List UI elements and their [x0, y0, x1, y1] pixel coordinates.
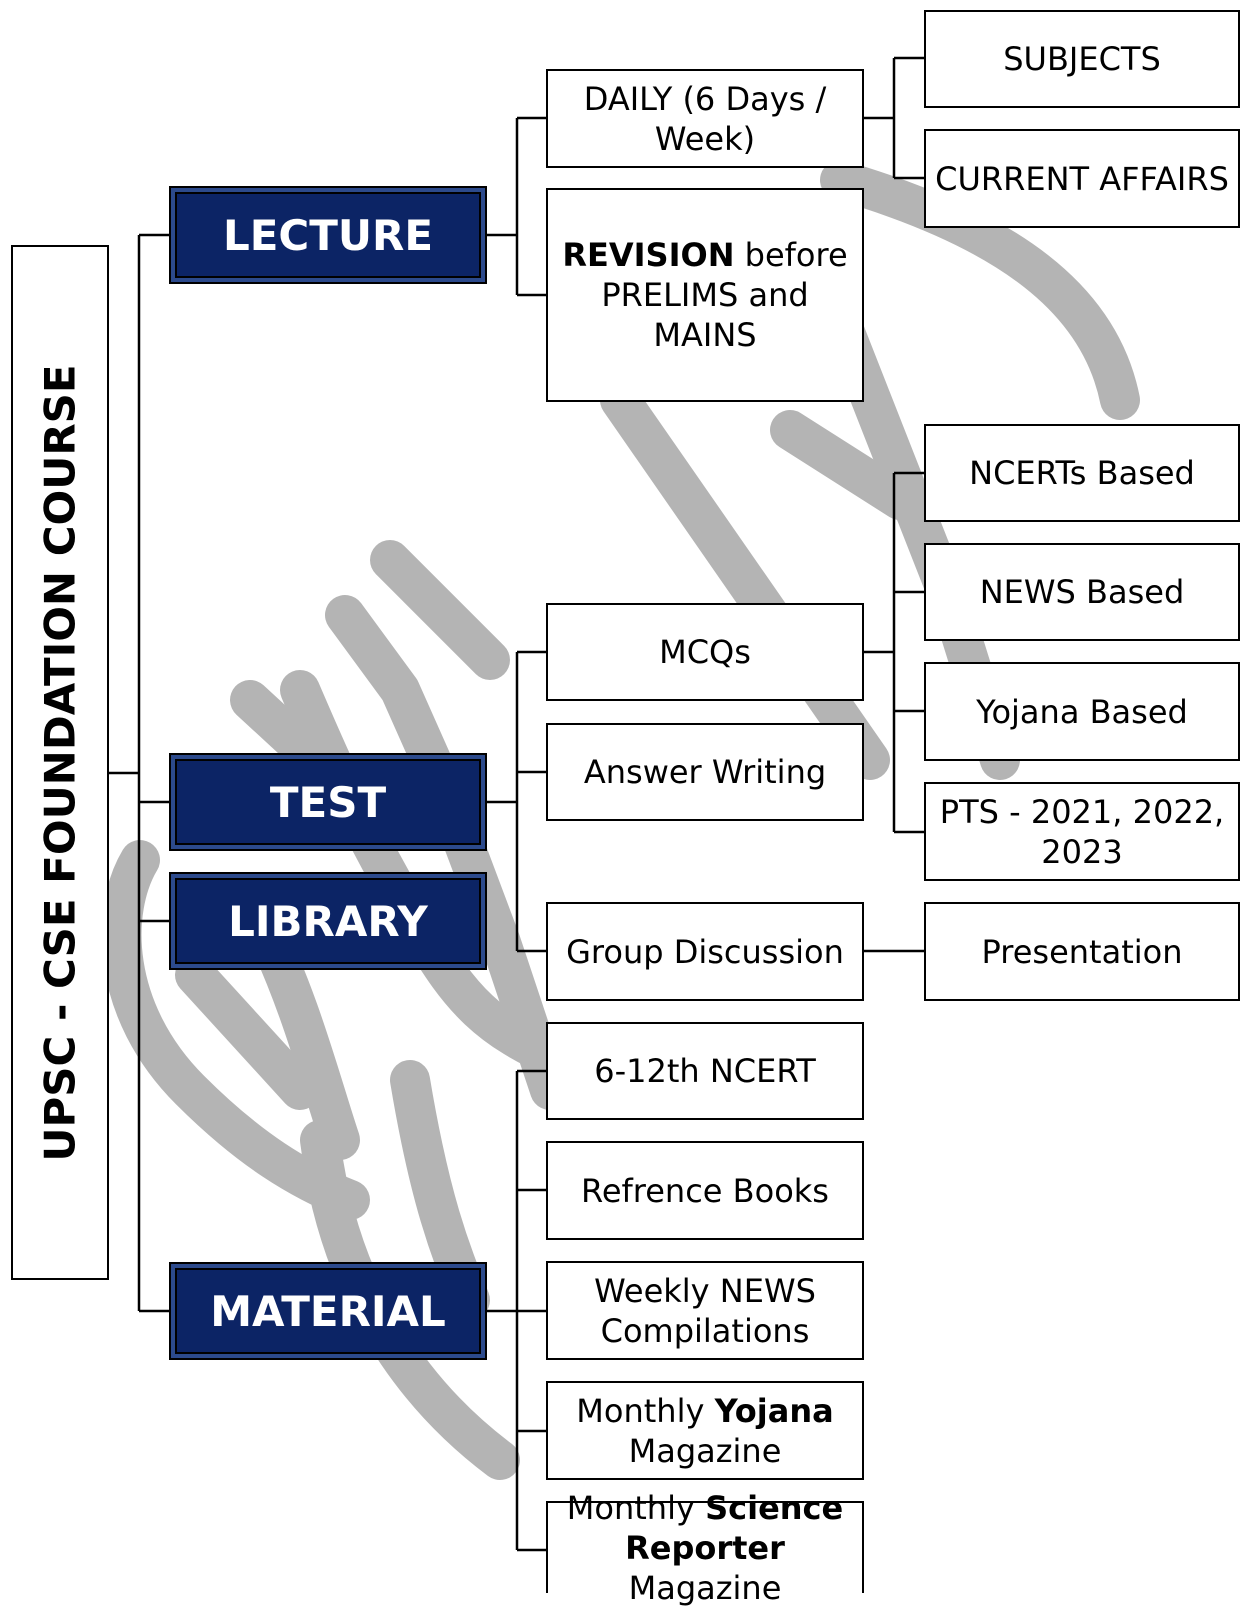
node-pts-label: PTS - 2021, 2022, 2023 — [939, 792, 1225, 871]
node-current-affairs-label: CURRENT AFFAIRS — [935, 159, 1229, 198]
node-yojana-magazine: Monthly Yojana Magazine — [546, 1381, 864, 1480]
node-weekly-news: Weekly NEWS Compilations — [546, 1261, 864, 1360]
node-yojana-based: Yojana Based — [924, 662, 1240, 761]
category-lecture: LECTURE — [169, 186, 487, 284]
node-yojana-based-label: Yojana Based — [976, 692, 1188, 731]
node-reference-books-label: Refrence Books — [581, 1171, 829, 1210]
node-weekly-news-label: Weekly NEWS Compilations — [594, 1271, 816, 1350]
node-answer-writing-label: Answer Writing — [583, 753, 827, 791]
node-ncerts-based: NCERTs Based — [924, 424, 1240, 522]
science-post: Magazine — [628, 1569, 782, 1607]
node-reference-books: Refrence Books — [546, 1141, 864, 1240]
category-test: TEST — [169, 753, 487, 851]
node-news-based: NEWS Based — [924, 543, 1240, 641]
node-news-based-label: NEWS Based — [979, 573, 1185, 611]
node-mcqs-label: MCQs — [659, 633, 751, 671]
yojana-post: Magazine — [628, 1431, 782, 1470]
node-answer-writing: Answer Writing — [546, 723, 864, 821]
science-pre: Monthly — [566, 1489, 706, 1527]
node-current-affairs: CURRENT AFFAIRS — [924, 129, 1240, 228]
node-science-reporter-label: Monthly Science Reporter Magazine — [548, 1488, 862, 1608]
node-presentation-label: Presentation — [981, 932, 1183, 971]
category-library: LIBRARY — [169, 872, 487, 970]
node-presentation: Presentation — [924, 902, 1240, 1001]
node-ncert: 6-12th NCERT — [546, 1022, 864, 1120]
revision-bold: REVISION — [562, 236, 735, 274]
node-subjects: SUBJECTS — [924, 10, 1240, 108]
node-pts: PTS - 2021, 2022, 2023 — [924, 782, 1240, 881]
yojana-pre: Monthly — [576, 1391, 715, 1430]
node-ncerts-based-label: NCERTs Based — [969, 454, 1195, 492]
science-bold: Science Reporter — [625, 1489, 844, 1567]
node-mcqs: MCQs — [546, 603, 864, 701]
node-daily: DAILY (6 Days / Week) — [546, 69, 864, 168]
node-ncert-label: 6-12th NCERT — [594, 1052, 816, 1090]
yojana-bold: Yojana — [714, 1391, 834, 1430]
revision-rest: before PRELIMS and MAINS — [601, 236, 848, 354]
node-yojana-magazine-label: Monthly Yojana Magazine — [548, 1391, 862, 1471]
node-group-discussion: Group Discussion — [546, 902, 864, 1001]
node-subjects-label: SUBJECTS — [1003, 40, 1161, 78]
node-revision: REVISION before PRELIMS and MAINS — [546, 188, 864, 402]
category-material: MATERIAL — [169, 1262, 487, 1360]
node-science-reporter: Monthly Science Reporter Magazine — [546, 1489, 864, 1607]
node-daily-label: DAILY (6 Days / Week) — [583, 79, 827, 158]
node-revision-label: REVISION before PRELIMS and MAINS — [548, 235, 862, 355]
root-label: UPSC - CSE FOUNDATION COURSE — [35, 363, 85, 1162]
root-node: UPSC - CSE FOUNDATION COURSE — [11, 245, 109, 1280]
node-group-discussion-label: Group Discussion — [566, 932, 844, 971]
